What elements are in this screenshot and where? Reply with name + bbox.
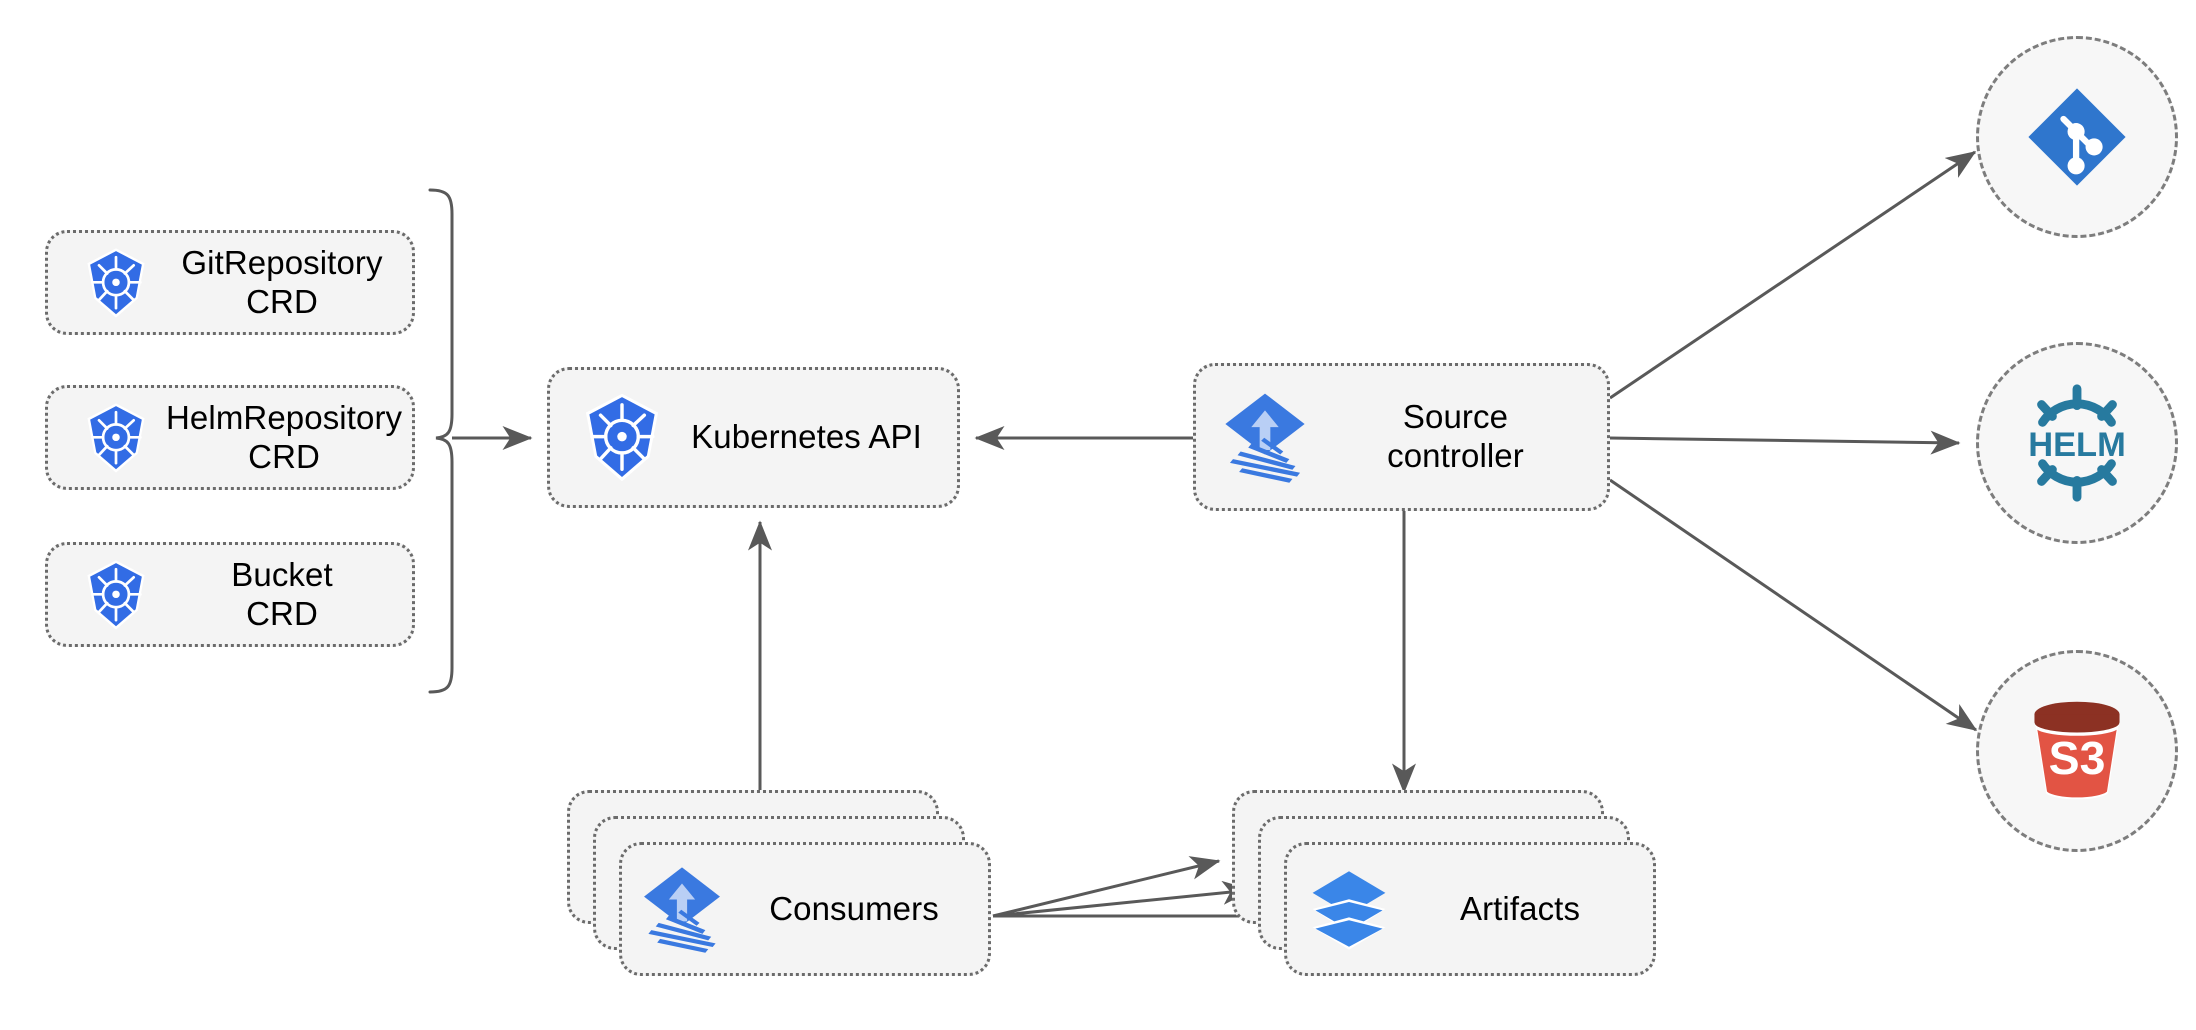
bucket-crd[interactable]: Bucket CRD <box>45 542 415 647</box>
source-controller-label: Source controller <box>1387 398 1524 474</box>
helm-icon: HELM <box>2013 379 2141 507</box>
consumers-stack-layer-front[interactable]: Consumers <box>619 842 991 976</box>
helm-repository-crd-label: HelmRepository CRD <box>166 398 403 475</box>
edge-consumers-to-artifacts-1 <box>992 856 1221 918</box>
edge-source-to-git <box>1609 150 1977 400</box>
s3-wordmark: S3 <box>2049 732 2106 784</box>
flux-icon <box>1212 389 1318 485</box>
edge-source-to-s3 <box>1609 478 1978 732</box>
consumers-node[interactable]: Consumers <box>567 790 997 980</box>
git-repository-crd[interactable]: GitRepository CRD <box>45 230 415 335</box>
kubernetes-icon <box>70 247 162 319</box>
helm-endpoint[interactable]: HELM <box>1976 342 2178 544</box>
helm-wordmark: HELM <box>2028 426 2126 464</box>
flux-icon <box>632 863 732 955</box>
artifacts-label: Artifacts <box>1459 889 1581 927</box>
kubernetes-icon <box>570 392 674 483</box>
git-endpoint[interactable] <box>1976 36 2178 238</box>
edge-source-to-helm <box>1609 430 1961 455</box>
edge-consumers-to-artifacts-2 <box>992 880 1253 918</box>
artifacts-stack-layer-front[interactable]: Artifacts <box>1284 842 1656 976</box>
git-icon <box>2023 83 2131 191</box>
s3-endpoint[interactable]: S3 <box>1976 650 2178 852</box>
artifacts-node[interactable]: Artifacts <box>1232 790 1662 980</box>
source-controller-node[interactable]: Source controller <box>1193 363 1610 511</box>
layers-icon <box>1299 867 1399 951</box>
s3-icon: S3 <box>2019 693 2135 809</box>
consumers-label: Consumers <box>769 889 939 927</box>
bucket-crd-label: Bucket CRD <box>231 555 333 632</box>
helm-repository-crd[interactable]: HelmRepository CRD <box>45 385 415 490</box>
kubernetes-api-label: Kubernetes API <box>691 418 922 456</box>
kubernetes-icon <box>70 402 162 474</box>
git-repository-crd-label: GitRepository CRD <box>181 243 383 320</box>
kubernetes-icon <box>70 559 162 631</box>
kubernetes-api-node[interactable]: Kubernetes API <box>547 367 960 508</box>
crd-group-brace <box>428 188 454 694</box>
